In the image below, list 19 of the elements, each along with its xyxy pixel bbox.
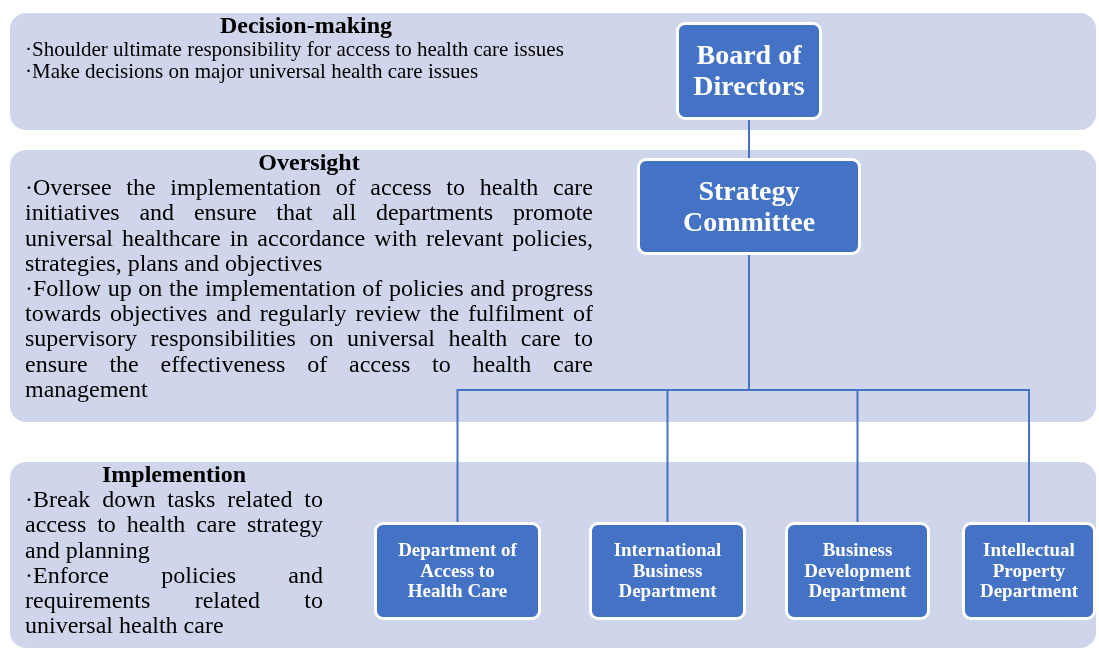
org-box: Board of Directors xyxy=(676,22,822,120)
tier-description: ·Shoulder ultimate responsibility for access to health care issues xyxy=(25,38,565,61)
tier-description: ·Break down tasks related to access to health care strategy and planning xyxy=(25,487,323,563)
tier-description: ·Make decisions on major universal health care issues xyxy=(25,60,480,83)
tier-heading: Implemention xyxy=(101,462,247,488)
tier-description: ·Enforce policies and requirements related to universal health care xyxy=(25,562,323,639)
org-box: Intellectual Property Department xyxy=(962,522,1096,620)
tier-band xyxy=(10,150,1096,422)
org-box: Strategy Committee xyxy=(637,158,861,255)
org-box: Business Development Department xyxy=(785,522,930,620)
tier-description: ·Follow up on the implementation of policies and progress towards objectives and regularly review the fulfilment of supervisory responsibilities on universal health care to ensure the effectiveness of access to health care management xyxy=(25,275,593,402)
tier-heading: Oversight xyxy=(257,150,361,176)
tier-heading: Decision-making xyxy=(219,13,393,39)
tier-band xyxy=(10,13,1096,130)
tier-band xyxy=(10,462,1096,648)
tier-description: ·Oversee the implementation of access to health care initiatives and ensure that all departments promote universal healthcare in accordance with relevant policies, strategies, plans and objectives xyxy=(25,175,593,276)
connector-line xyxy=(748,119,750,159)
org-box: Department of Access to Health Care xyxy=(374,522,541,620)
org-box: International Business Department xyxy=(589,522,746,620)
